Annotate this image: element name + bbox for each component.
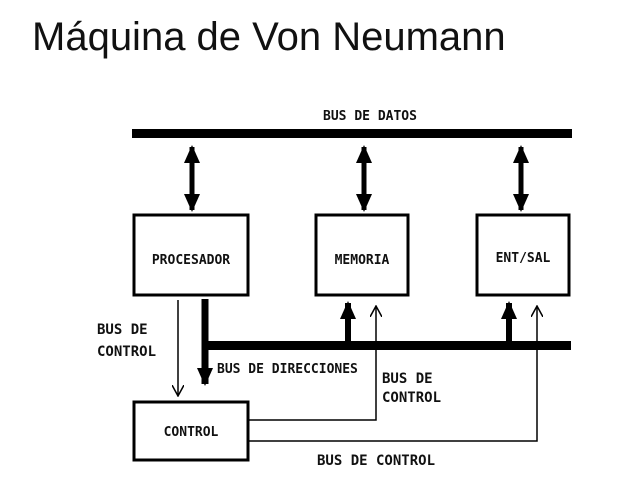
memoria-box — [314, 213, 410, 297]
entsal-box — [475, 213, 571, 297]
bus-datos-line — [132, 129, 572, 138]
bus-direcciones-line — [205, 341, 571, 350]
procesador-box — [132, 213, 250, 297]
control-to-memoria-line — [248, 307, 376, 421]
bus-control-mid-label-2: CONTROL — [382, 390, 441, 406]
bus-datos-label: BUS DE DATOS — [323, 109, 417, 124]
bus-control-mid-label-1: BUS DE — [382, 371, 433, 387]
entsal-label: ENT/SAL — [496, 251, 551, 266]
procesador-label: PROCESADOR — [152, 253, 230, 268]
bus-control-left-label-2: CONTROL — [97, 344, 156, 360]
control-label: CONTROL — [164, 425, 219, 440]
control-to-entsal-line — [248, 307, 537, 442]
bus-direcciones-label: BUS DE DIRECCIONES — [217, 362, 358, 377]
page-title: Máquina de Von Neumann — [32, 15, 506, 59]
bus-control-bottom-label: BUS DE CONTROL — [317, 453, 435, 469]
bus-control-left-label-1: BUS DE — [97, 322, 148, 338]
memoria-label: MEMORIA — [335, 253, 390, 268]
control-box — [132, 400, 250, 462]
